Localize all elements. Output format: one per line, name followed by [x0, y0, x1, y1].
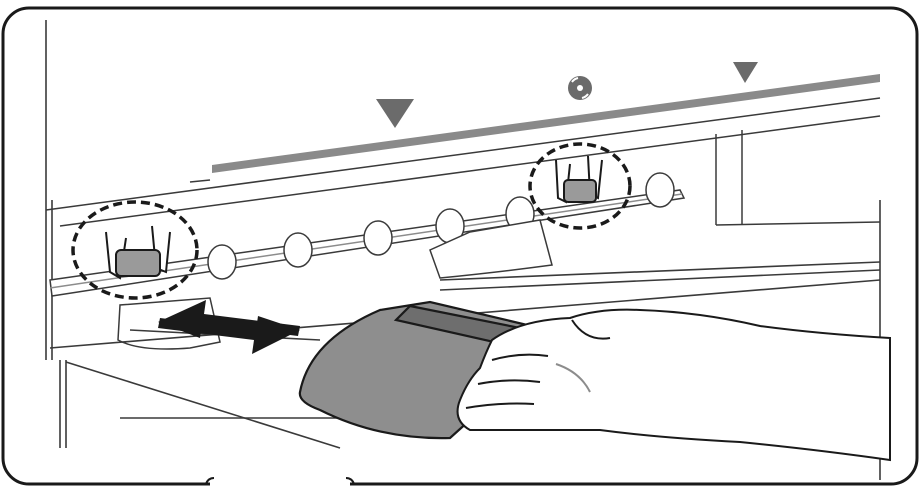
feed-roller — [284, 233, 312, 267]
left-roller — [116, 250, 160, 276]
feed-roller — [208, 245, 236, 279]
feed-roller — [646, 173, 674, 207]
right-roller — [564, 180, 596, 202]
frame-notch — [206, 478, 354, 488]
cd-disc-icon — [568, 76, 592, 100]
feed-roller — [364, 221, 392, 255]
